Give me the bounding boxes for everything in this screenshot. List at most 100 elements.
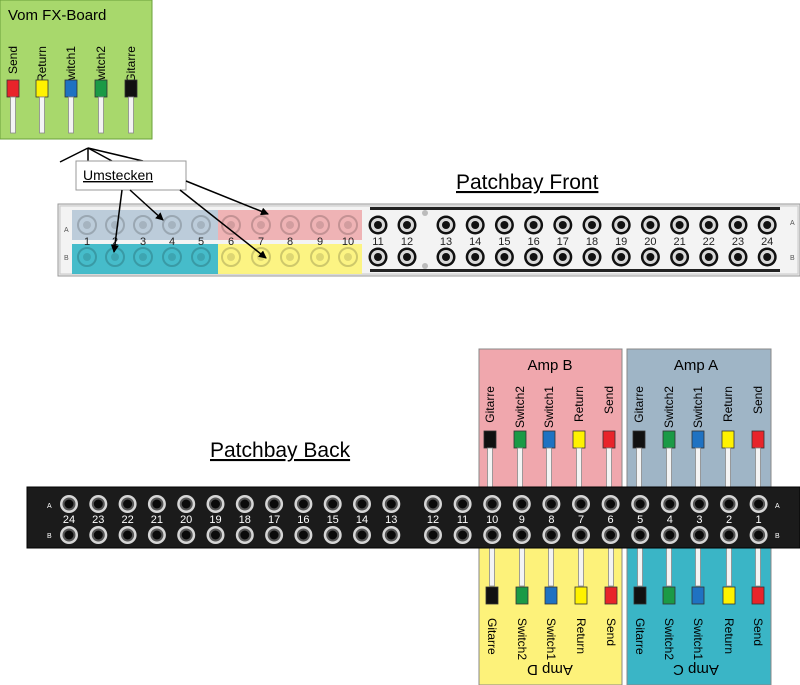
back-jack-2-a[interactable] — [720, 495, 738, 513]
front-jack-18-b[interactable] — [582, 247, 602, 267]
front-screw-bottom — [422, 263, 428, 269]
front-jack-9-b[interactable] — [310, 247, 330, 267]
front-jack-19-a[interactable] — [611, 215, 631, 235]
back-jack-19-b[interactable] — [206, 526, 225, 544]
front-jack-5-b[interactable] — [191, 247, 211, 267]
front-jack-13-a[interactable] — [436, 215, 456, 235]
front-jack-22-a[interactable] — [699, 215, 719, 235]
back-jack-20-b[interactable] — [177, 526, 196, 544]
front-zone-bottom-left — [72, 244, 218, 274]
front-jack-4-a[interactable] — [162, 215, 182, 235]
front-jack-9-a[interactable] — [310, 215, 330, 235]
front-jack-6-b[interactable] — [221, 247, 241, 267]
back-jack-12-b[interactable] — [424, 526, 442, 544]
front-jack-20-b[interactable] — [640, 247, 660, 267]
back-jack-5-b[interactable] — [631, 526, 650, 544]
back-jack-9-b[interactable] — [512, 526, 531, 544]
front-jack-21-a[interactable] — [670, 215, 690, 235]
amp-amp-d-label-return: Return — [574, 618, 588, 654]
back-jack-1-a[interactable] — [749, 495, 768, 513]
front-jack-1-b[interactable] — [77, 247, 97, 267]
front-jack-8-b[interactable] — [280, 247, 300, 267]
front-jack-16-a[interactable] — [524, 215, 544, 235]
front-jack-7-a[interactable] — [251, 215, 271, 235]
front-jack-24-a[interactable] — [757, 215, 777, 235]
back-jack-11-a[interactable] — [453, 495, 472, 513]
back-jack-23-a[interactable] — [89, 495, 108, 513]
back-jack-3-b[interactable] — [690, 526, 709, 544]
front-jack-12-a[interactable] — [397, 215, 417, 235]
front-jack-23-b[interactable] — [728, 247, 748, 267]
back-jack-22-b[interactable] — [118, 526, 137, 544]
front-jack-3-a[interactable] — [133, 215, 153, 235]
back-jack-15-b[interactable] — [323, 526, 342, 544]
back-jack-1-b[interactable] — [749, 526, 768, 544]
back-jack-18-b[interactable] — [235, 526, 254, 544]
amp-amp-d-wire-switch2 — [519, 547, 525, 587]
front-jack-6-a[interactable] — [221, 215, 241, 235]
back-jack-14-b[interactable] — [353, 526, 371, 544]
back-jack-13-b[interactable] — [382, 526, 401, 544]
amp-amp-b-plug-send — [602, 430, 616, 449]
back-jack-3-a[interactable] — [690, 495, 709, 513]
back-panel — [26, 486, 800, 549]
front-jack-15-a[interactable] — [494, 215, 514, 235]
back-jack-17-a[interactable] — [265, 495, 284, 513]
back-jack-6-b[interactable] — [601, 526, 620, 544]
back-jack-16-b[interactable] — [294, 526, 313, 544]
front-jack-22-b[interactable] — [699, 247, 719, 267]
front-jack-20-a[interactable] — [640, 215, 660, 235]
back-jack-2-b[interactable] — [720, 526, 738, 544]
back-jack-23-b[interactable] — [89, 526, 108, 544]
front-jack-13-b[interactable] — [436, 247, 456, 267]
front-jack-5-a[interactable] — [191, 215, 211, 235]
front-jack-8-a[interactable] — [280, 215, 300, 235]
back-jack-21-a[interactable] — [147, 495, 166, 513]
front-jack-17-a[interactable] — [553, 215, 573, 235]
back-jack-10-b[interactable] — [483, 526, 502, 544]
back-jack-17-b[interactable] — [265, 526, 284, 544]
back-jack-9-a[interactable] — [512, 495, 531, 513]
back-jack-22-a[interactable] — [118, 495, 137, 513]
back-jack-4-b[interactable] — [660, 526, 679, 544]
back-jack-7-b[interactable] — [572, 526, 590, 544]
front-jack-1-a[interactable] — [77, 215, 97, 235]
back-jack-5-a[interactable] — [631, 495, 650, 513]
back-jack-10-a[interactable] — [483, 495, 502, 513]
front-jack-17-b[interactable] — [553, 247, 573, 267]
back-jack-12-a[interactable] — [424, 495, 442, 513]
front-jack-21-b[interactable] — [670, 247, 690, 267]
back-jack-4-a[interactable] — [660, 495, 679, 513]
back-jack-19-a[interactable] — [206, 495, 225, 513]
front-jack-10-b[interactable] — [338, 247, 358, 267]
back-jack-7-a[interactable] — [572, 495, 590, 513]
back-jack-11-b[interactable] — [453, 526, 472, 544]
front-jack-24-b[interactable] — [757, 247, 777, 267]
front-jack-19-b[interactable] — [611, 247, 631, 267]
back-jack-24-a[interactable] — [60, 495, 78, 513]
back-jack-24-b[interactable] — [60, 526, 78, 544]
back-jack-18-a[interactable] — [235, 495, 254, 513]
back-jack-16-a[interactable] — [294, 495, 313, 513]
front-jack-11-b[interactable] — [368, 247, 388, 267]
back-jack-13-a[interactable] — [382, 495, 401, 513]
front-jack-12-b[interactable] — [397, 247, 417, 267]
front-jack-15-b[interactable] — [494, 247, 514, 267]
back-jack-8-b[interactable] — [542, 526, 561, 544]
back-jack-15-a[interactable] — [323, 495, 342, 513]
front-jack-11-a[interactable] — [368, 215, 388, 235]
front-jack-number: 9 — [317, 236, 323, 248]
back-jack-20-a[interactable] — [177, 495, 196, 513]
front-jack-4-b[interactable] — [162, 247, 182, 267]
back-jack-6-a[interactable] — [601, 495, 620, 513]
front-jack-14-b[interactable] — [465, 247, 485, 267]
back-jack-21-b[interactable] — [147, 526, 166, 544]
back-jack-14-a[interactable] — [353, 495, 371, 513]
back-jack-8-a[interactable] — [542, 495, 561, 513]
front-jack-23-a[interactable] — [728, 215, 748, 235]
front-jack-3-b[interactable] — [133, 247, 153, 267]
front-jack-14-a[interactable] — [465, 215, 485, 235]
front-jack-18-a[interactable] — [582, 215, 602, 235]
front-jack-16-b[interactable] — [524, 247, 544, 267]
front-jack-10-a[interactable] — [338, 215, 358, 235]
